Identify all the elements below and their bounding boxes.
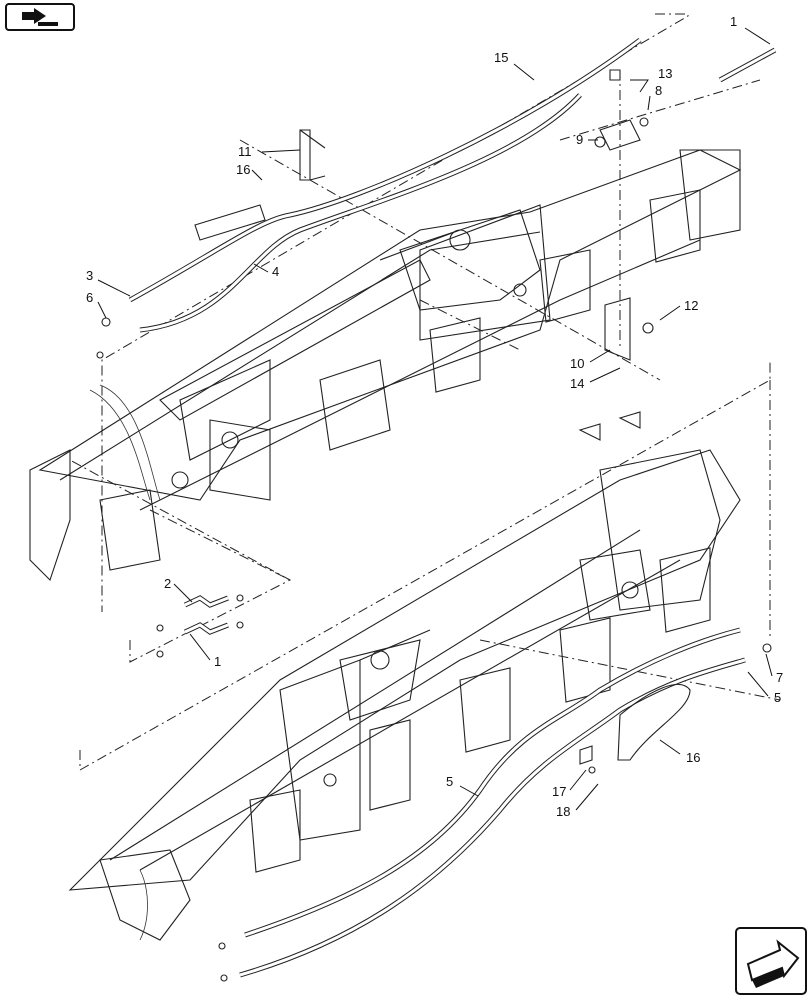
callout-labels: 1 15 13 8 9 11 16 3 6 4 12 10 14 2 1 7 5… <box>86 14 783 819</box>
upper-hardware <box>96 69 654 361</box>
lower-boom <box>68 449 741 941</box>
callout-1-bottom: 1 <box>214 654 221 669</box>
upper-boom <box>29 149 742 582</box>
callout-10: 10 <box>570 356 584 371</box>
callout-18: 18 <box>556 804 570 819</box>
phantom-lines <box>69 13 781 771</box>
callout-1-top: 1 <box>730 14 737 29</box>
callout-13: 13 <box>658 66 672 81</box>
callout-4: 4 <box>272 264 279 279</box>
callout-12: 12 <box>684 298 698 313</box>
lower-hoses <box>239 627 746 978</box>
callout-16-bottom: 16 <box>686 750 700 765</box>
steel-lines <box>156 594 244 658</box>
callout-5-bottom: 5 <box>446 774 453 789</box>
upper-hoses <box>128 37 777 333</box>
callout-5-right: 5 <box>774 690 781 705</box>
callout-9: 9 <box>576 132 583 147</box>
callout-11: 11 <box>238 144 252 159</box>
callout-15: 15 <box>494 50 508 65</box>
callout-6: 6 <box>86 290 93 305</box>
callout-2: 2 <box>164 576 171 591</box>
callout-16-top: 16 <box>236 162 250 177</box>
callout-14: 14 <box>570 376 584 391</box>
callout-7: 7 <box>776 670 783 685</box>
leader-lines <box>97 27 773 811</box>
callout-17: 17 <box>552 784 566 799</box>
callout-8: 8 <box>655 83 662 98</box>
book-arrow-icon <box>5 3 75 31</box>
callout-3: 3 <box>86 268 93 283</box>
next-page-arrow-icon[interactable] <box>735 927 807 995</box>
lower-hardware <box>218 411 772 982</box>
